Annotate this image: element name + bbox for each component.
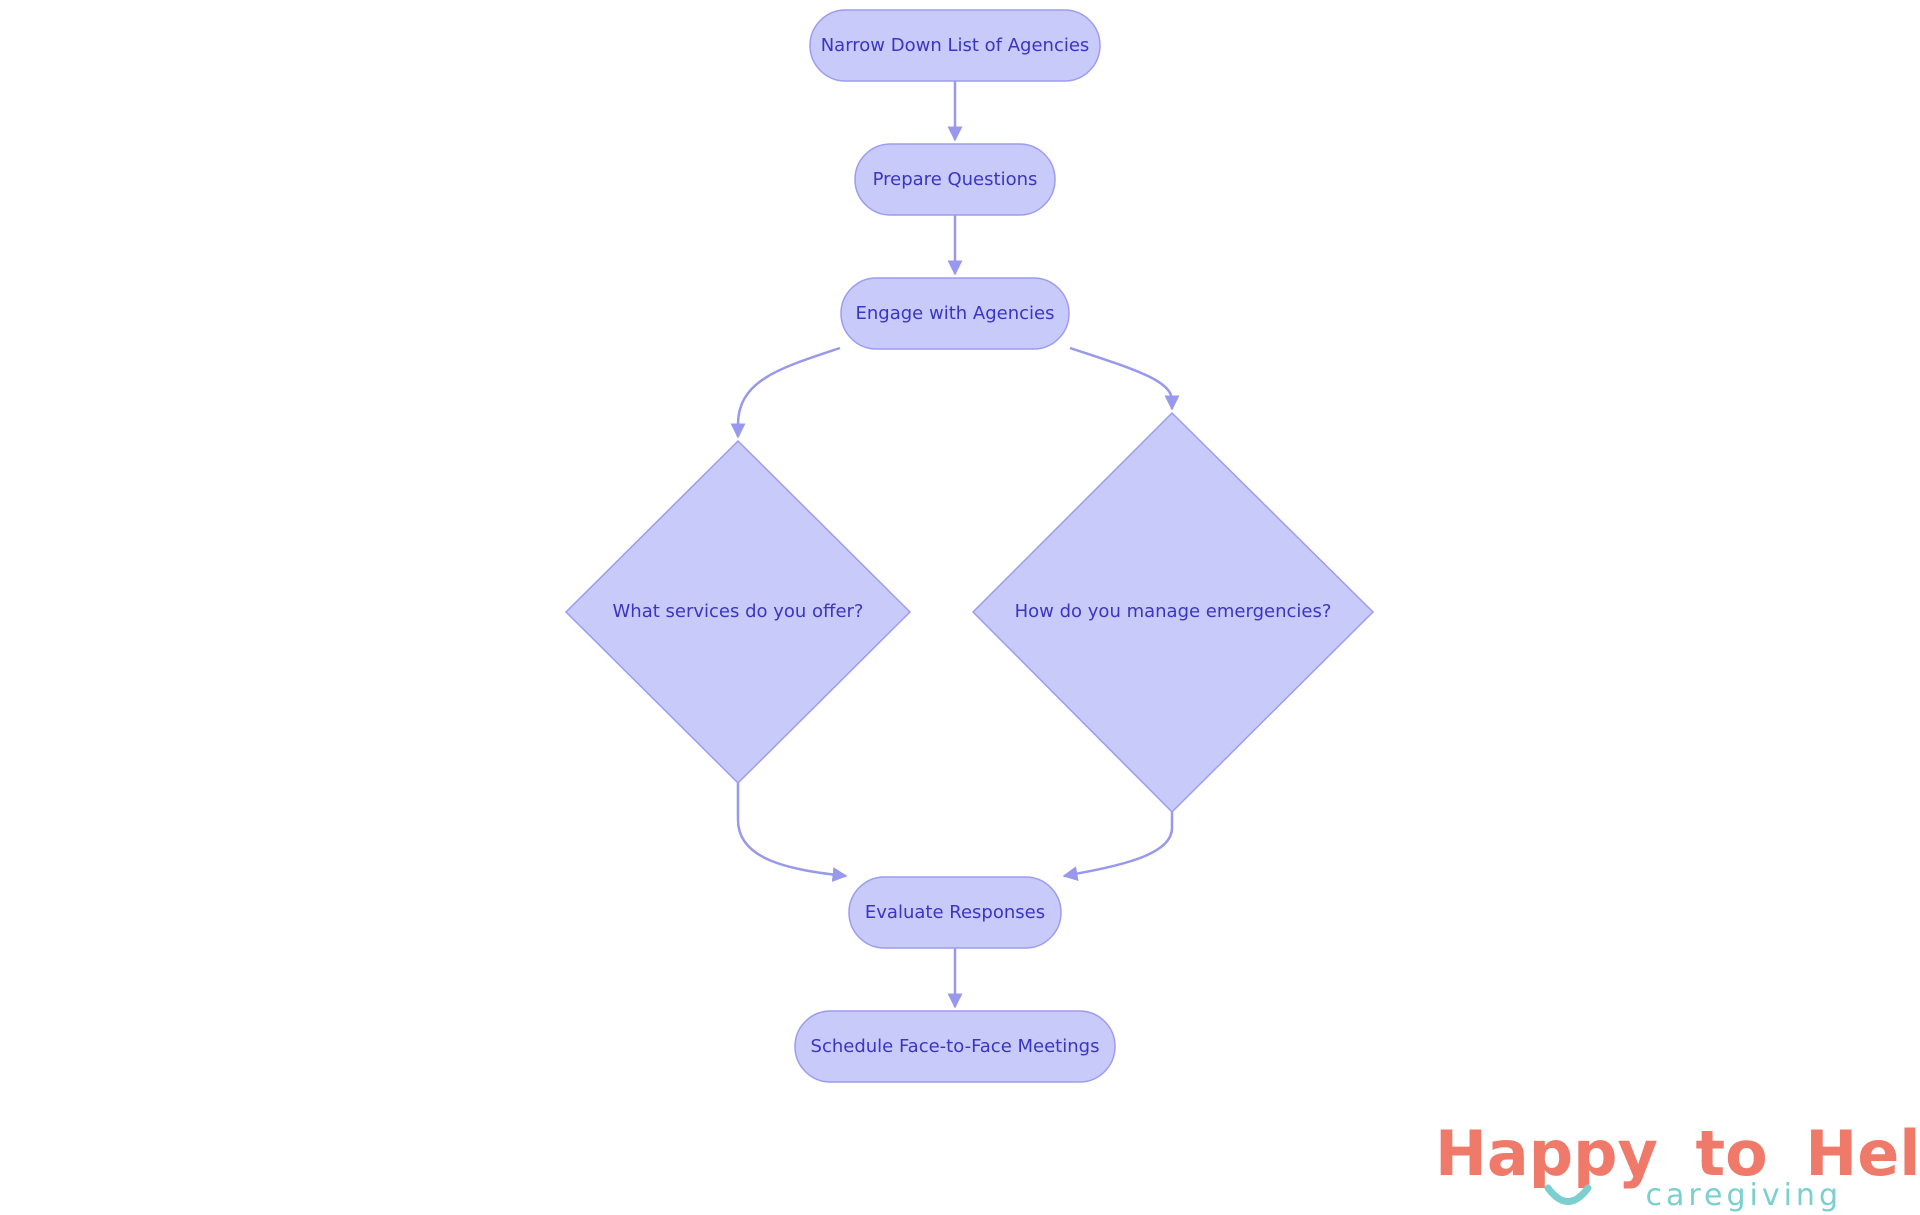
logo-subtitle: caregiving: [1645, 1178, 1842, 1213]
node-engage-with-agencies: Engage with Agencies: [840, 277, 1070, 350]
node-manage-emergencies: How do you manage emergencies?: [971, 411, 1375, 814]
logo-word-to: to: [1696, 1117, 1768, 1190]
node-what-services-label: What services do you offer?: [613, 601, 864, 622]
node-schedule-meetings: Schedule Face-to-Face Meetings: [794, 1010, 1116, 1083]
node-narrow-down-list-label: Narrow Down List of Agencies: [821, 35, 1090, 56]
edge-engage-to-emergencies: [1069, 346, 1180, 411]
node-narrow-down-list: Narrow Down List of Agencies: [809, 9, 1101, 82]
edge-emergencies-to-evaluate: [1062, 812, 1174, 882]
smile-icon: [1544, 1184, 1592, 1205]
node-prepare-questions-label: Prepare Questions: [873, 169, 1038, 190]
node-what-services: What services do you offer?: [564, 439, 912, 785]
edge-engage-to-services: [730, 346, 841, 439]
node-manage-emergencies-label: How do you manage emergencies?: [1015, 601, 1332, 622]
node-evaluate-responses: Evaluate Responses: [848, 876, 1062, 949]
logo-word-happy: Happy: [1435, 1117, 1658, 1190]
logo-word-help: Help: [1805, 1117, 1920, 1190]
node-engage-with-agencies-label: Engage with Agencies: [856, 303, 1055, 324]
node-evaluate-responses-label: Evaluate Responses: [865, 902, 1045, 923]
node-schedule-meetings-label: Schedule Face-to-Face Meetings: [811, 1036, 1100, 1057]
edge-services-to-evaluate: [736, 782, 848, 883]
happy-to-help-logo: Happy to Help caregiving: [1435, 1117, 1920, 1213]
svg-text:Happy to Help: Happy to Help: [1435, 1117, 1920, 1190]
node-prepare-questions: Prepare Questions: [854, 143, 1056, 216]
